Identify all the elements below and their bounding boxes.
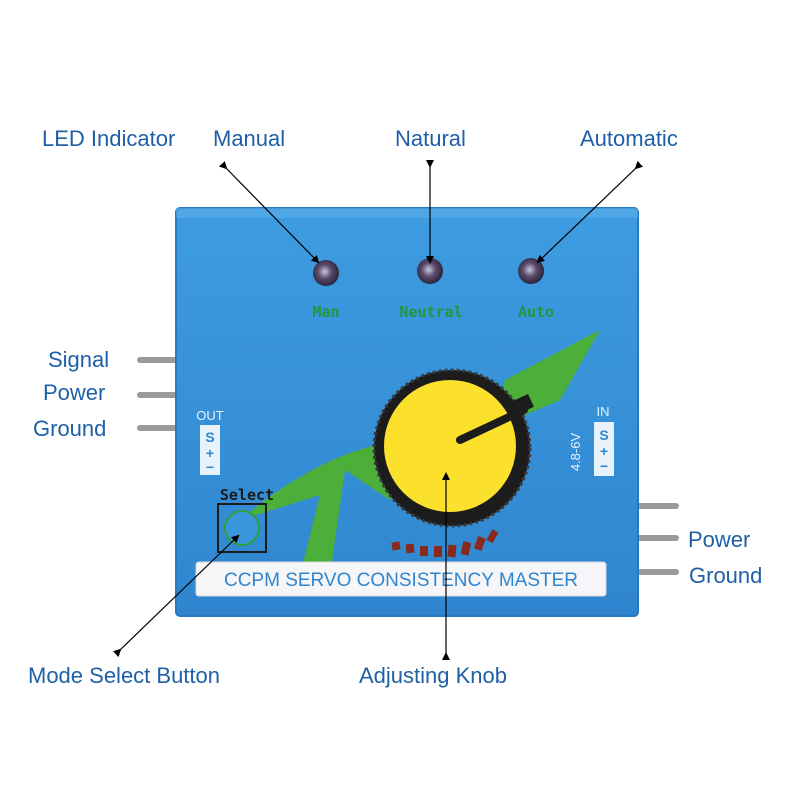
callout-power-left: Power bbox=[43, 380, 106, 405]
out-pin-minus: − bbox=[206, 459, 214, 475]
voltage-label: 4.8-6V bbox=[568, 433, 583, 472]
in-pin-minus: − bbox=[600, 458, 608, 474]
callout-ground-left: Ground bbox=[33, 416, 107, 441]
callout-power-right: Power bbox=[688, 527, 751, 552]
green-swoosh-lower bbox=[240, 440, 420, 575]
in-pin-s: S bbox=[599, 427, 608, 443]
knob-scale bbox=[391, 529, 499, 558]
callout-natural: Natural bbox=[395, 126, 466, 151]
callout-mode-select-button: Mode Select Button bbox=[28, 663, 221, 688]
callout-arrows bbox=[112, 160, 644, 660]
callout-manual: Manual bbox=[213, 126, 286, 151]
knob-pointer bbox=[456, 406, 528, 444]
arrow-manual bbox=[218, 160, 320, 264]
led-label-neutral: Neutral bbox=[399, 303, 462, 321]
board-top-edge bbox=[176, 208, 638, 218]
arrow-automatic bbox=[536, 160, 644, 264]
led-label-auto: Auto bbox=[518, 303, 554, 321]
select-label: Select bbox=[220, 486, 274, 504]
select-button-frame bbox=[217, 503, 267, 553]
right-pin-header bbox=[629, 503, 679, 575]
out-label: OUT bbox=[196, 408, 224, 423]
in-label: IN bbox=[597, 404, 610, 419]
adjusting-knob[interactable] bbox=[372, 368, 534, 528]
knob-serration bbox=[372, 368, 532, 528]
callout-adjusting-knob: Adjusting Knob bbox=[359, 663, 507, 688]
out-pin-s: S bbox=[205, 429, 214, 445]
out-pin-plus: + bbox=[206, 445, 214, 461]
knob-icon[interactable] bbox=[384, 380, 516, 512]
callout-automatic: Automatic bbox=[580, 126, 678, 151]
knob-pointer-tab bbox=[508, 394, 534, 416]
neutral-led-icon bbox=[417, 258, 443, 284]
out-pin-legend bbox=[200, 425, 220, 475]
man-led-icon bbox=[313, 260, 339, 286]
callout-signal: Signal bbox=[48, 347, 110, 372]
auto-led-icon bbox=[518, 258, 544, 284]
callout-led-indicator: LED Indicator bbox=[42, 126, 176, 151]
board-title: CCPM SERVO CONSISTENCY MASTER bbox=[224, 570, 578, 591]
callout-ground-right: Ground bbox=[689, 563, 763, 588]
led-label-man: Man bbox=[312, 303, 339, 321]
in-pin-plus: + bbox=[600, 443, 608, 459]
select-button-icon[interactable] bbox=[224, 510, 260, 546]
arrow-mode-select bbox=[112, 534, 240, 658]
in-pin-legend bbox=[594, 422, 614, 476]
